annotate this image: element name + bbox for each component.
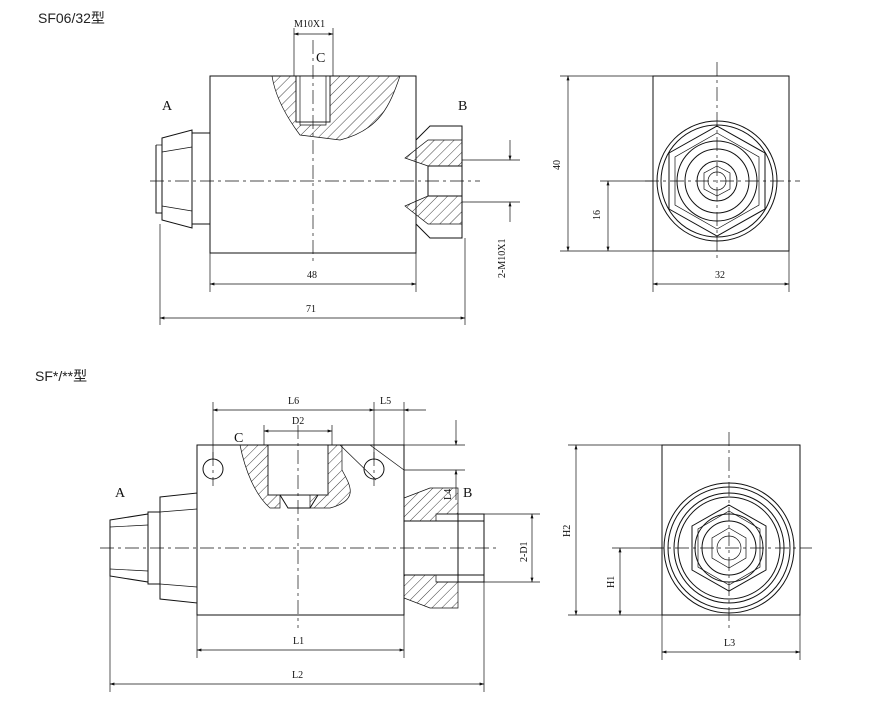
top-port-a: A	[162, 99, 173, 114]
top-overall-length: 71	[306, 304, 316, 315]
top-c-section	[271, 75, 401, 141]
title-bottom: SF*/**型	[35, 368, 87, 384]
bottom-d1: 2-D1	[519, 541, 530, 562]
bottom-side-view: A B C L6 L5 D2 L4 2-D1 L1	[100, 396, 540, 692]
bottom-l5: L5	[380, 396, 391, 407]
top-side-view: A B C M10X1 2-M10X1 48 71	[150, 19, 520, 325]
top-left-hex-nut	[161, 129, 193, 229]
top-height: 40	[552, 160, 563, 170]
bottom-port-a: A	[115, 486, 126, 501]
bottom-l1: L1	[293, 636, 304, 647]
top-thread-c: M10X1	[294, 19, 325, 30]
top-end-view: 40 16 32	[552, 62, 800, 292]
title-top: SF06/32型	[38, 10, 105, 26]
bottom-l3: L3	[724, 638, 735, 649]
bottom-l6: L6	[288, 396, 299, 407]
bottom-end-view: H2 H1 L3	[562, 432, 812, 660]
bottom-port-c: C	[234, 431, 243, 446]
top-end-body	[652, 75, 790, 252]
bottom-h2: H2	[562, 525, 573, 537]
bottom-d2: D2	[292, 416, 304, 427]
bottom-h1: H1	[606, 576, 617, 588]
top-port-b: B	[458, 99, 467, 114]
bottom-port-b: B	[463, 486, 472, 501]
top-thread-side: 2-M10X1	[497, 239, 508, 278]
top-port-c: C	[316, 51, 325, 66]
bottom-l2: L2	[292, 670, 303, 681]
top-body-length: 48	[307, 270, 317, 281]
bottom-end-body	[661, 444, 801, 616]
top-left-collar	[191, 132, 211, 225]
top-width: 32	[715, 270, 725, 281]
top-center-height: 16	[592, 210, 603, 220]
bottom-l4: L4	[443, 489, 454, 500]
